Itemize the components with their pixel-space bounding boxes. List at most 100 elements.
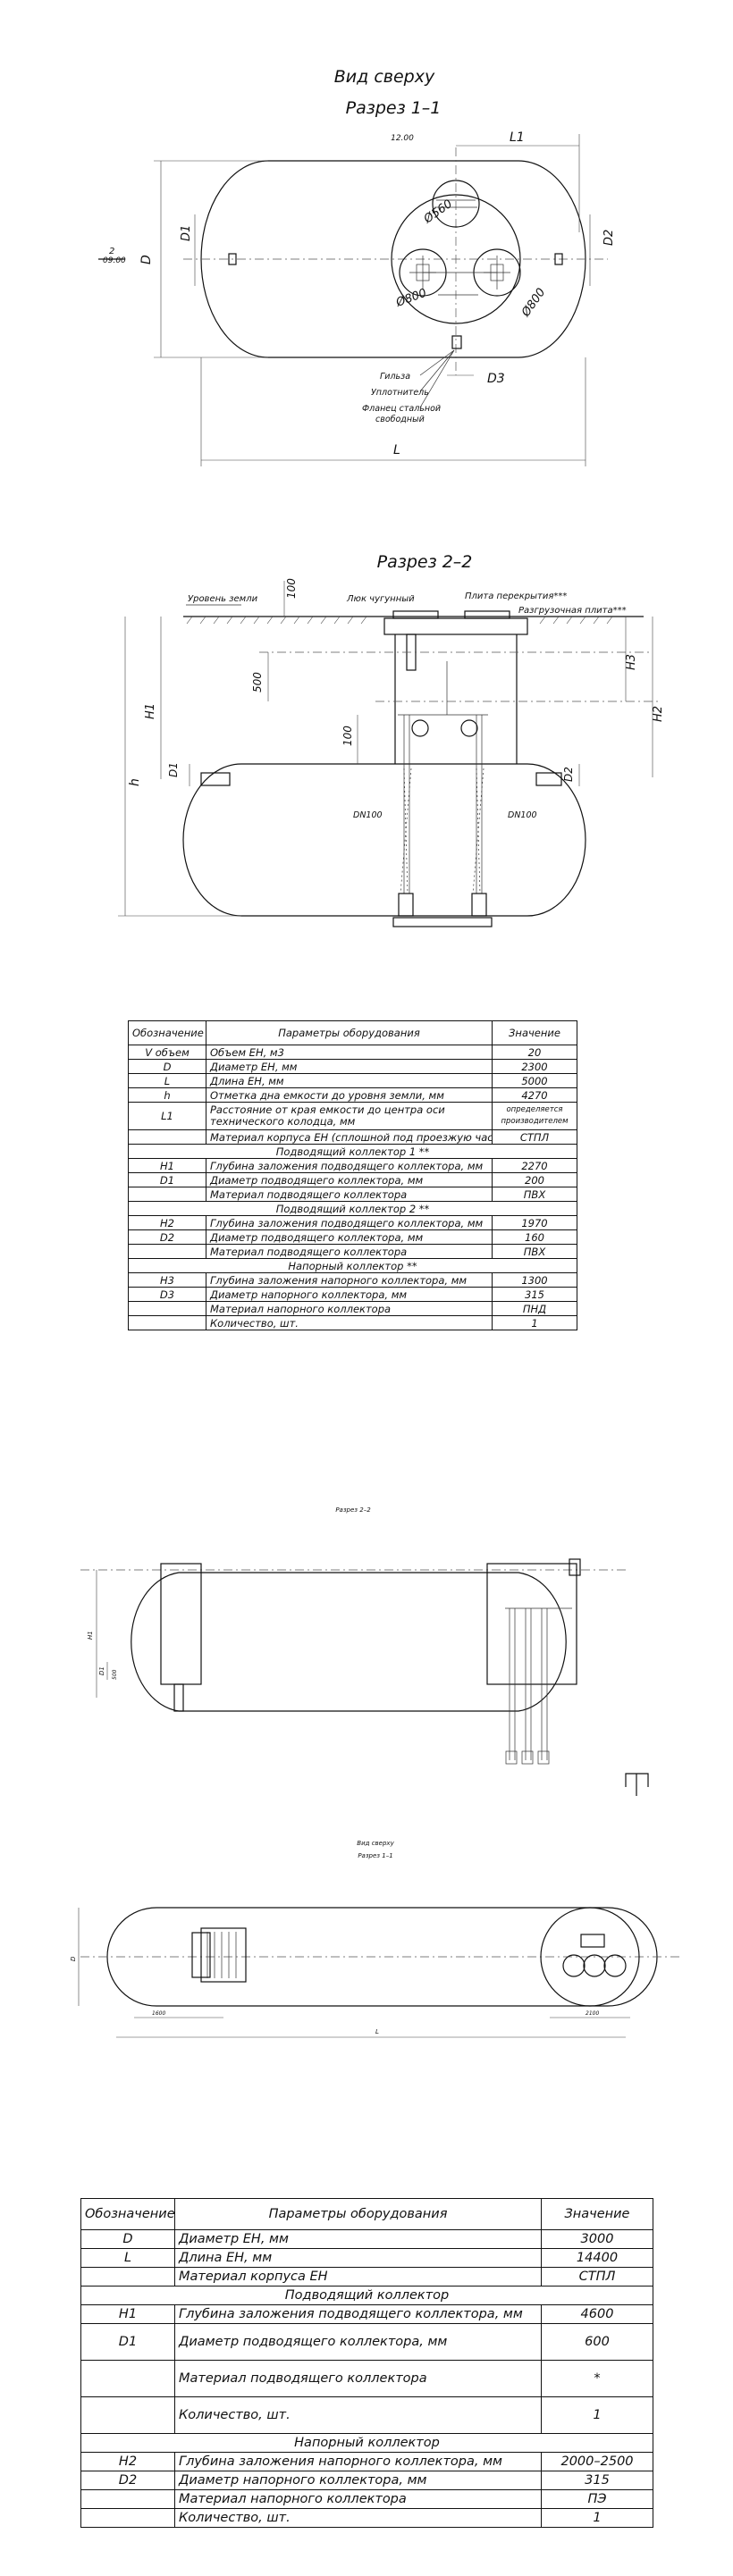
row-param: Диаметр ЕН, мм — [174, 2229, 542, 2249]
section-22: Разрез 2–2 Уровень земли Люк чугунный Пл… — [118, 552, 665, 927]
row-code: H2 — [80, 2452, 175, 2471]
section-title: Напорный коллектор ** — [128, 1258, 577, 1273]
pump-shaft — [486, 1563, 577, 1685]
table-section-row: Напорный коллектор ** — [128, 1258, 577, 1273]
row-code — [128, 1301, 206, 1316]
label-ground: Уровень земли — [188, 594, 258, 604]
dim-h: h — [128, 778, 142, 786]
row-code: D1 — [128, 1172, 206, 1187]
diam-800-left: Ø800 — [393, 287, 428, 310]
inlet-stub-left — [228, 253, 237, 265]
row-value: * — [541, 2360, 653, 2397]
row-code — [128, 1315, 206, 1330]
row-code: L — [80, 2248, 175, 2268]
row-param: Глубина заложения подводящего коллектора… — [206, 1158, 493, 1173]
table2-body: Обозначение Параметры оборудования Значе… — [80, 2198, 653, 2528]
table-row: Количество, шт.1 — [80, 2508, 653, 2528]
dim-D1: D1 — [180, 225, 193, 241]
table-section-row: Напорный коллектор — [80, 2433, 653, 2453]
row-value: СТПЛ — [492, 1129, 577, 1145]
parameters-table-2: Обозначение Параметры оборудования Значе… — [80, 2198, 653, 2528]
title-sheet2-cut: Разрез 1–1 — [358, 1852, 392, 1859]
table-section-row: Подводящий коллектор 2 ** — [128, 1201, 577, 1216]
table-section-row: Подводящий коллектор 1 ** — [128, 1144, 577, 1159]
inlet-pipe-2 — [535, 772, 562, 786]
table-header-row: Обозначение Параметры оборудования Значе… — [128, 1020, 577, 1045]
row-value: ПЭ — [541, 2489, 653, 2509]
label-dn-left: DN100 — [353, 810, 383, 820]
dim-D1-section: D1 — [167, 762, 180, 777]
row-param: Диаметр напорного коллектора, мм — [174, 2471, 542, 2490]
top-view-large-tank: Вид сверху Разрез 1–1 D L 1600 2100 — [70, 1840, 679, 2038]
row-param: Диаметр подводящего коллектора, мм — [206, 1172, 493, 1187]
title-section-22: Разрез 2–2 — [377, 552, 473, 572]
row-value: 600 — [541, 2323, 653, 2361]
row-value: 4270 — [492, 1087, 577, 1103]
row-code: H1 — [80, 2304, 175, 2324]
row-code: H2 — [128, 1215, 206, 1230]
inlet-shaft-top — [200, 1927, 247, 1983]
row-value: 3000 — [541, 2229, 653, 2249]
dim-D: D — [139, 255, 154, 264]
header-code: Обозначение — [128, 1020, 206, 1045]
label-dn-right: DN100 — [508, 810, 537, 820]
header-value: Значение — [541, 2198, 653, 2230]
row-value: ПВХ — [492, 1244, 577, 1259]
row-value: 1 — [541, 2396, 653, 2434]
row-code: D2 — [80, 2471, 175, 2490]
sheet2-dim-500: 500 — [112, 1669, 118, 1680]
inlet-stub-right — [554, 253, 563, 265]
sheet2-dim-1600: 1600 — [152, 2010, 165, 2017]
tank-section-outline — [182, 763, 586, 917]
row-code — [128, 1244, 206, 1259]
row-code — [128, 1129, 206, 1145]
elevation-side: 09.00 — [103, 256, 126, 265]
sheet2-dim-D: D — [70, 1956, 77, 1961]
row-code — [128, 1187, 206, 1202]
note-free: свободный — [375, 415, 425, 424]
row-code: L — [128, 1073, 206, 1088]
row-param: Материал напорного коллектора — [174, 2489, 542, 2509]
row-param: Диаметр подводящего коллектора, мм — [174, 2323, 542, 2361]
row-code: D — [128, 1059, 206, 1074]
row-param: Диаметр напорного коллектора, мм — [206, 1287, 493, 1302]
top-view-1: Вид сверху Разрез 1–1 12.00 Ø560 Ø800 Ø8… — [98, 67, 616, 466]
header-param: Параметры оборудования — [174, 2198, 542, 2230]
unload-slab — [383, 617, 528, 635]
row-param: Материал напорного коллектора — [206, 1301, 493, 1316]
diam-800-right: Ø800 — [518, 286, 548, 320]
dim-H2: H2 — [652, 706, 665, 722]
header-code: Обозначение — [80, 2198, 175, 2230]
row-param: Отметка дна емкости до уровня земли, мм — [206, 1087, 493, 1103]
title-sheet2-section: Разрез 2–2 — [335, 1506, 371, 1514]
row-code — [80, 2489, 175, 2509]
row-param: Количество, шт. — [206, 1315, 493, 1330]
table-section-row: Подводящий коллектор — [80, 2286, 653, 2305]
row-code: D2 — [128, 1229, 206, 1245]
row-value: 1300 — [492, 1272, 577, 1288]
dim-100-top: 100 — [285, 578, 298, 599]
section-title: Подводящий коллектор 2 ** — [128, 1201, 577, 1216]
inlet-pipe-1 — [200, 772, 231, 786]
label-slab: Плита перекрытия*** — [465, 592, 567, 601]
row-value: ПВХ — [492, 1187, 577, 1202]
large-tank-section — [131, 1572, 567, 1712]
row-param: Количество, шт. — [174, 2396, 542, 2434]
dim-D3: D3 — [487, 372, 505, 386]
